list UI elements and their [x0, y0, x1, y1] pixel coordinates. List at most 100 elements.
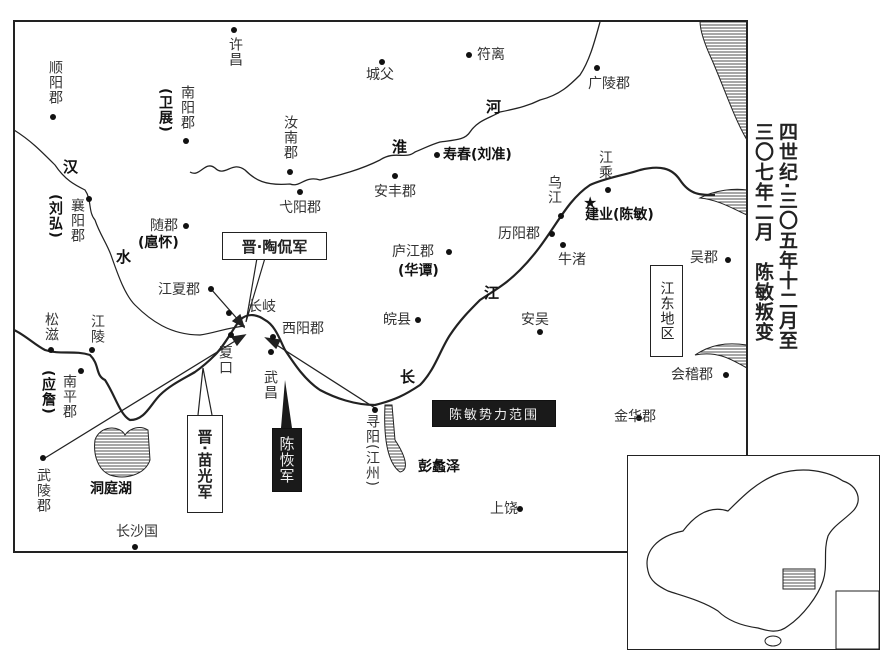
place-wujiang: 乌江: [546, 175, 562, 205]
sea-south: [694, 343, 748, 369]
sea-east: [698, 188, 748, 216]
city-dot: [86, 196, 92, 202]
place-shunyang: 顺阳郡: [47, 60, 63, 105]
river-label-han: 汉: [63, 158, 79, 176]
label-box-taokan-army: 晋·陶侃军: [222, 232, 327, 260]
place-niuzhu: 牛渚: [558, 252, 586, 268]
river-label-jiang: 江: [484, 284, 500, 302]
pengli-lake: [384, 404, 406, 473]
place-yiyang: 弋阳郡: [279, 200, 321, 216]
city-dot: [594, 65, 600, 71]
city-dot: [48, 347, 54, 353]
city-dot: [183, 223, 189, 229]
city-dot: [723, 372, 729, 378]
place-lujiang: 庐江郡: [392, 244, 434, 260]
south-sea-inset: [835, 590, 880, 650]
place-wujun: 吴郡: [690, 250, 718, 266]
place-anfeng: 安丰郡: [374, 184, 416, 200]
place-wanxian: 皖县: [383, 312, 411, 328]
place-xunyang: 寻阳(江州): [364, 414, 380, 487]
city-dot: [89, 347, 95, 353]
city-dot: [558, 213, 564, 219]
place-wuling: 武陵郡: [35, 468, 51, 513]
river-label-chang: 长: [400, 368, 416, 386]
place-changsha: 长沙国: [116, 524, 158, 540]
label-box-jiangdong: 江东地区: [650, 265, 683, 357]
city-dot: [446, 249, 452, 255]
city-dot: [560, 242, 566, 248]
place-jiangling: 江陵: [89, 314, 105, 344]
place-guangling: 广陵郡: [588, 76, 630, 92]
place-yanhuai: (扈怀): [138, 235, 179, 251]
place-liyang: 历阳郡: [498, 226, 540, 242]
place-suijun: 随郡: [150, 218, 178, 234]
map-frame: [13, 20, 748, 553]
place-wuchang: 武昌: [262, 370, 278, 400]
city-dot: [268, 349, 274, 355]
city-dot: [40, 455, 46, 461]
city-dot: [466, 52, 472, 58]
city-dot: [392, 173, 398, 179]
city-dot: [549, 231, 555, 237]
river-label-huai: 淮: [392, 138, 408, 156]
chenhui-pointer: [281, 380, 292, 428]
legend-chenmin-area: 陈敏势力范围: [432, 400, 556, 427]
miaoguang-pointer: [197, 367, 213, 416]
city-dot: [226, 310, 232, 316]
place-liuhong: (刘弘): [47, 194, 63, 239]
place-weizhan: (卫展): [157, 88, 173, 133]
place-songzi: 松滋: [43, 312, 59, 342]
title-line-1: 四世纪·三〇五年十二月至: [776, 122, 798, 351]
place-jiangxia: 江夏郡: [158, 282, 200, 298]
place-anwu: 安吴: [521, 312, 549, 328]
city-dot: [183, 138, 189, 144]
place-huatan: (华谭): [398, 263, 439, 279]
china-outline: [646, 469, 880, 650]
place-kuaiji: 会稽郡: [671, 367, 713, 383]
place-jinhua: 金华郡: [614, 409, 656, 425]
place-shangrao: 上饶: [490, 501, 518, 517]
city-dot: [725, 257, 731, 263]
place-chengfu: 城父: [366, 67, 394, 83]
city-dot: [228, 332, 234, 338]
city-dot: [605, 187, 611, 193]
city-dot: [372, 407, 378, 413]
river-label-shui: 水: [116, 248, 132, 266]
city-dot: [379, 59, 385, 65]
place-xiakou: 夏口: [217, 345, 233, 375]
place-dongting: 洞庭湖: [90, 481, 132, 497]
city-dot: [132, 544, 138, 550]
taokan-pointer: [245, 257, 266, 323]
label-box-miaoguang-army: 晋·苗光军: [187, 415, 223, 513]
river-label-he: 河: [486, 98, 502, 116]
place-runan: 汝南郡: [282, 115, 298, 160]
city-dot: [78, 368, 84, 374]
place-pengli: 彭蠡泽: [418, 459, 460, 475]
city-dot: [434, 152, 440, 158]
yangtze-river: [13, 166, 716, 422]
city-dot: [636, 415, 642, 421]
city-dot: [297, 189, 303, 195]
city-dot: [517, 506, 523, 512]
city-dot: [208, 286, 214, 292]
china-inset-map: [627, 455, 880, 650]
place-shouchun: 寿春(刘准): [443, 147, 512, 163]
place-nanyang: 南阳郡: [179, 85, 195, 130]
place-xuchang: 许昌: [227, 37, 243, 67]
place-jiangcheng: 江乘: [597, 150, 613, 180]
army-arrows: [44, 288, 376, 459]
sea-north: [699, 20, 748, 142]
han-river: [13, 129, 246, 336]
city-dot: [50, 114, 56, 120]
city-dot: [537, 329, 543, 335]
city-dot: [287, 169, 293, 175]
place-fuli: 符离: [477, 47, 505, 63]
place-yingzhan: (应詹): [40, 370, 56, 415]
place-xiyang: 西阳郡: [282, 321, 324, 337]
huai-river: [189, 21, 601, 186]
city-dot: [415, 317, 421, 323]
dongting-lake: [94, 427, 151, 478]
label-box-chenhui-army: 陈恢军: [272, 428, 302, 492]
region-highlight: [782, 568, 816, 590]
title-line-2: 三〇七年二月 陈敏叛变: [752, 122, 774, 342]
